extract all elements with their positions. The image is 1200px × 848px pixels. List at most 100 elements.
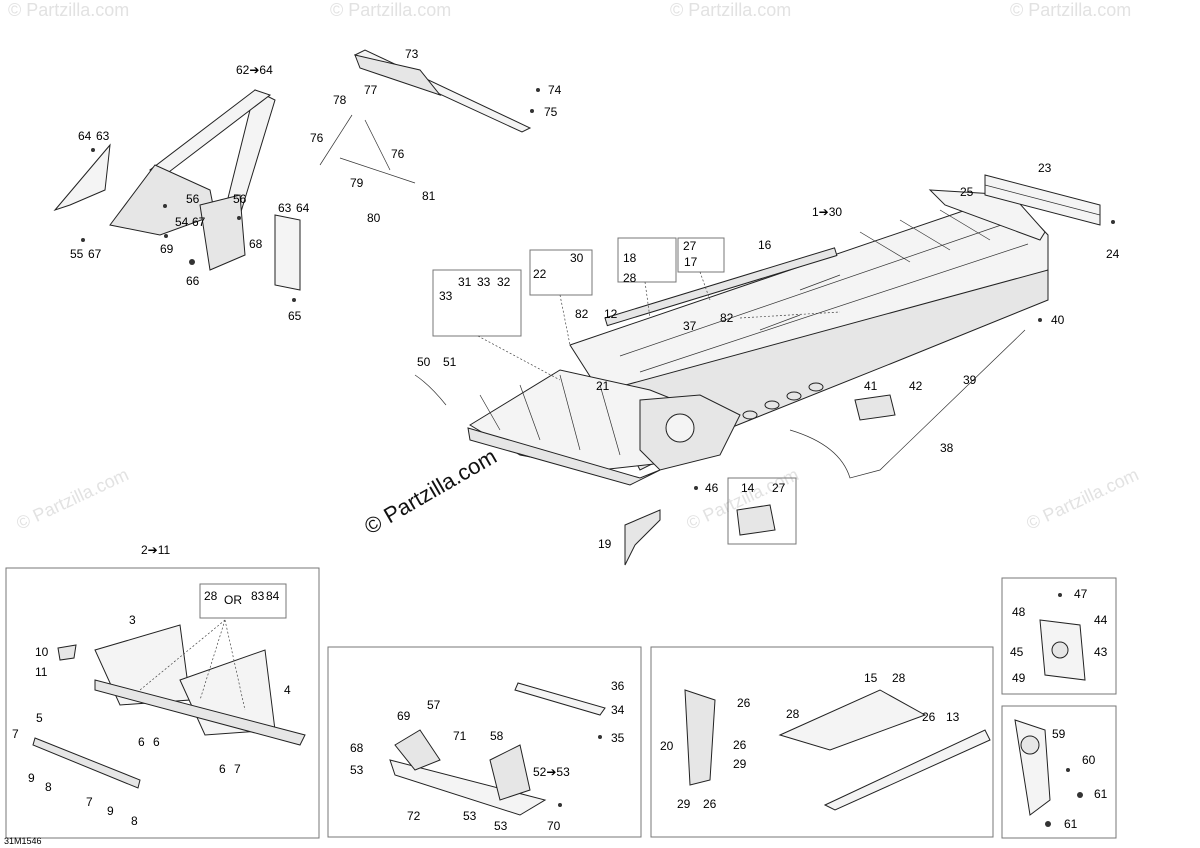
- callout-82a: 82: [575, 307, 589, 321]
- callout-20: 20: [660, 739, 674, 753]
- callout-35: 35: [611, 731, 625, 745]
- assembly-52-53: [389, 682, 606, 816]
- callout-18: 18: [623, 251, 637, 265]
- bolt-46: [694, 486, 698, 490]
- running-board-rail: [604, 247, 838, 327]
- bolt-56a: [163, 204, 167, 208]
- leader-detail-27-17: [699, 271, 711, 301]
- tunnel-slot-4: [799, 274, 841, 291]
- front-frame-struts: [479, 374, 621, 456]
- rear-bumper-line: [984, 184, 1101, 216]
- callout-68b: 68: [350, 741, 364, 755]
- callout-56b: 56: [233, 192, 247, 206]
- callout-12: 12: [604, 307, 618, 321]
- strut-76-b: [364, 119, 391, 171]
- assembly-box-52-53: [327, 646, 642, 838]
- callout-3: 3: [129, 613, 136, 627]
- bolt-64: [91, 148, 95, 152]
- callout-44: 44: [1094, 613, 1108, 627]
- callout-26b: 26: [733, 738, 747, 752]
- detail-box-27-17: [677, 237, 725, 273]
- callout-62-64: 62➔64: [236, 63, 273, 77]
- callout-34: 34: [611, 703, 625, 717]
- strut-76-a: [319, 114, 353, 166]
- assembly-box-20-13: [650, 646, 994, 838]
- bracket-59-hole: [1020, 735, 1040, 755]
- leader-or-box: [139, 619, 246, 711]
- callout-46: 46: [705, 481, 719, 495]
- callout-27b: 27: [772, 481, 786, 495]
- bolt-61b: [1045, 821, 1051, 827]
- callout-22: 22: [533, 267, 547, 281]
- cooler-hole-2: [764, 400, 780, 410]
- panel-15: [778, 689, 927, 751]
- bracket-19: [624, 509, 661, 566]
- cooler-hole-3: [786, 391, 802, 401]
- bolt-75: [530, 109, 534, 113]
- callout-29b: 29: [677, 797, 691, 811]
- callout-43: 43: [1094, 645, 1108, 659]
- callout-74: 74: [548, 83, 562, 97]
- callout-69a: 69: [160, 242, 174, 256]
- callout-4: 4: [284, 683, 291, 697]
- callout-32: 32: [497, 275, 511, 289]
- callout-40: 40: [1051, 313, 1065, 327]
- callout-70: 70: [547, 819, 561, 833]
- callout-72: 72: [407, 809, 421, 823]
- callout-21: 21: [596, 379, 610, 393]
- bolt-69: [164, 234, 168, 238]
- rod-50: [414, 374, 447, 406]
- callout-63a: 63: [96, 129, 110, 143]
- detail-box-14-27: [727, 477, 797, 545]
- callout-47: 47: [1074, 587, 1088, 601]
- callout-19: 19: [598, 537, 612, 551]
- front-frame-assembly-2-11: [32, 624, 306, 789]
- side-gusset-63: [53, 143, 111, 212]
- cooler-hole-1: [742, 410, 758, 420]
- partzilla-watermark-center: © Partzilla.com: [360, 444, 501, 540]
- chassis-tunnel: [467, 189, 1049, 486]
- bracket-57: [394, 729, 441, 771]
- callout-39: 39: [963, 373, 977, 387]
- callout-28c: 28: [786, 707, 800, 721]
- callout-61a: 61: [1094, 787, 1108, 801]
- tunnel-slot-1: [859, 231, 911, 263]
- detail-box-or: [199, 583, 287, 619]
- callout-14: 14: [741, 481, 755, 495]
- callout-53c: 53: [494, 819, 508, 833]
- callout-79: 79: [350, 176, 364, 190]
- callout-64a: 64: [78, 129, 92, 143]
- callout-52-53: 52➔53: [533, 765, 570, 779]
- callout-33b: 33: [477, 275, 491, 289]
- callout-or-83: 83: [251, 589, 265, 603]
- callout-69b: 69: [397, 709, 411, 723]
- plate-52: [389, 759, 547, 816]
- callout-66: 66: [186, 274, 200, 288]
- callout-13: 13: [946, 710, 960, 724]
- watermark-top-3: © Partzilla.com: [670, 0, 791, 20]
- callout-78: 78: [333, 93, 347, 107]
- callout-6c: 6: [219, 762, 226, 776]
- callout-10: 10: [35, 645, 49, 659]
- bolt-61a: [1077, 792, 1083, 798]
- bracket-58: [489, 744, 531, 801]
- callout-58: 58: [490, 729, 504, 743]
- leader-detail-31-33: [477, 335, 561, 381]
- watermark-top-left: © Partzilla.com: [8, 0, 129, 20]
- callout-29a: 29: [733, 757, 747, 771]
- callout-7b: 7: [86, 795, 93, 809]
- callout-67a: 67: [88, 247, 102, 261]
- bolt-47: [1058, 593, 1062, 597]
- assembly-box-2-11: [5, 567, 320, 839]
- tunnel-slot-2: [899, 219, 951, 251]
- callout-6a: 6: [138, 735, 145, 749]
- callout-15: 15: [864, 671, 878, 685]
- detail-box-31-33: [432, 269, 522, 337]
- callout-63b: 63: [278, 201, 292, 215]
- callout-57: 57: [427, 698, 441, 712]
- callout-75: 75: [544, 105, 558, 119]
- callout-61b: 61: [1064, 817, 1078, 831]
- panel-13: [823, 729, 991, 811]
- upper-column-assembly: [319, 49, 532, 184]
- callout-6b: 6: [153, 735, 160, 749]
